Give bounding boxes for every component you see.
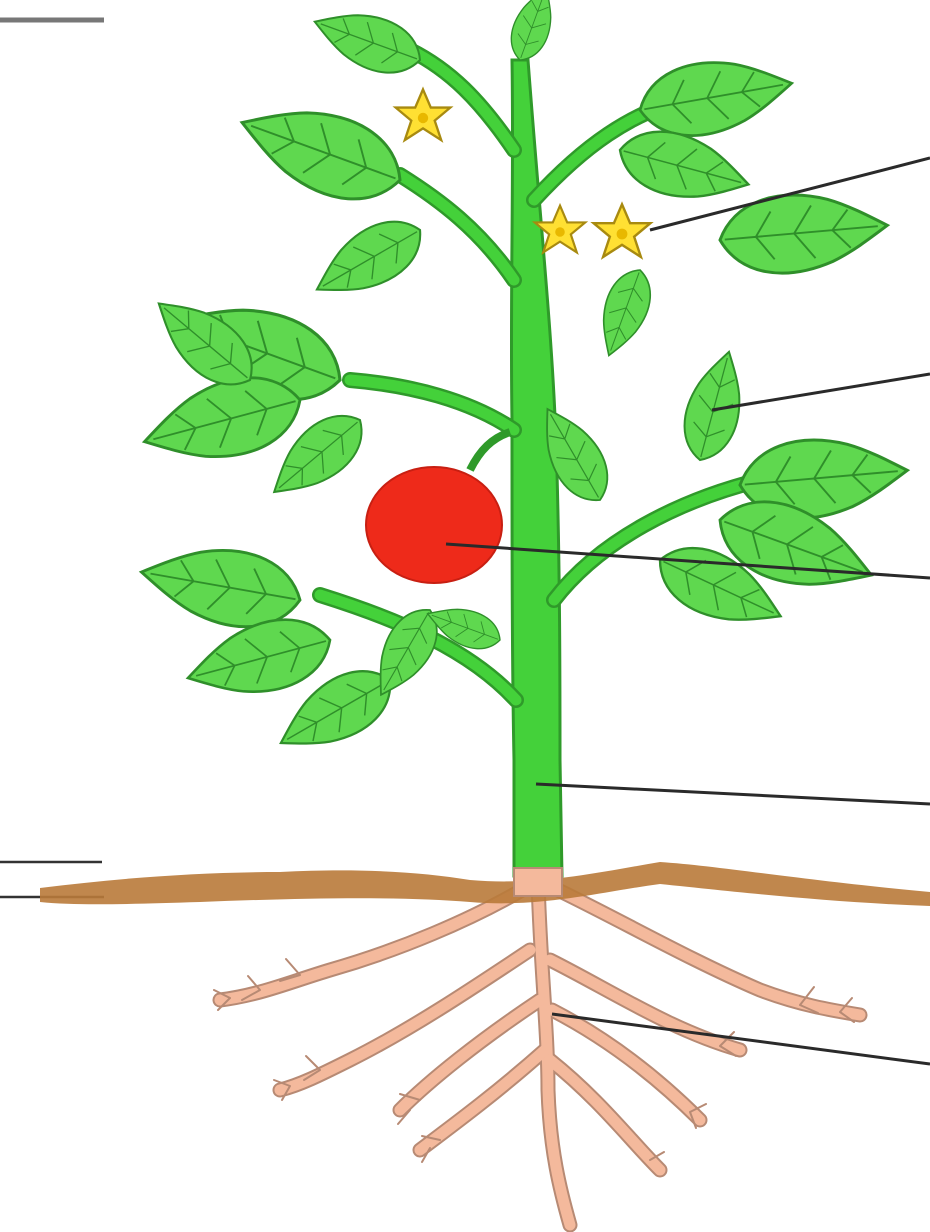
fruit-stem xyxy=(470,432,510,470)
soil-line xyxy=(40,862,930,906)
flower-3 xyxy=(594,204,651,257)
tomato-fruit xyxy=(366,467,502,583)
flower-1 xyxy=(396,89,451,140)
root-crown xyxy=(514,868,562,896)
pointer-stem xyxy=(536,784,930,804)
roots xyxy=(214,880,860,1225)
pointer-leaf xyxy=(712,374,930,410)
